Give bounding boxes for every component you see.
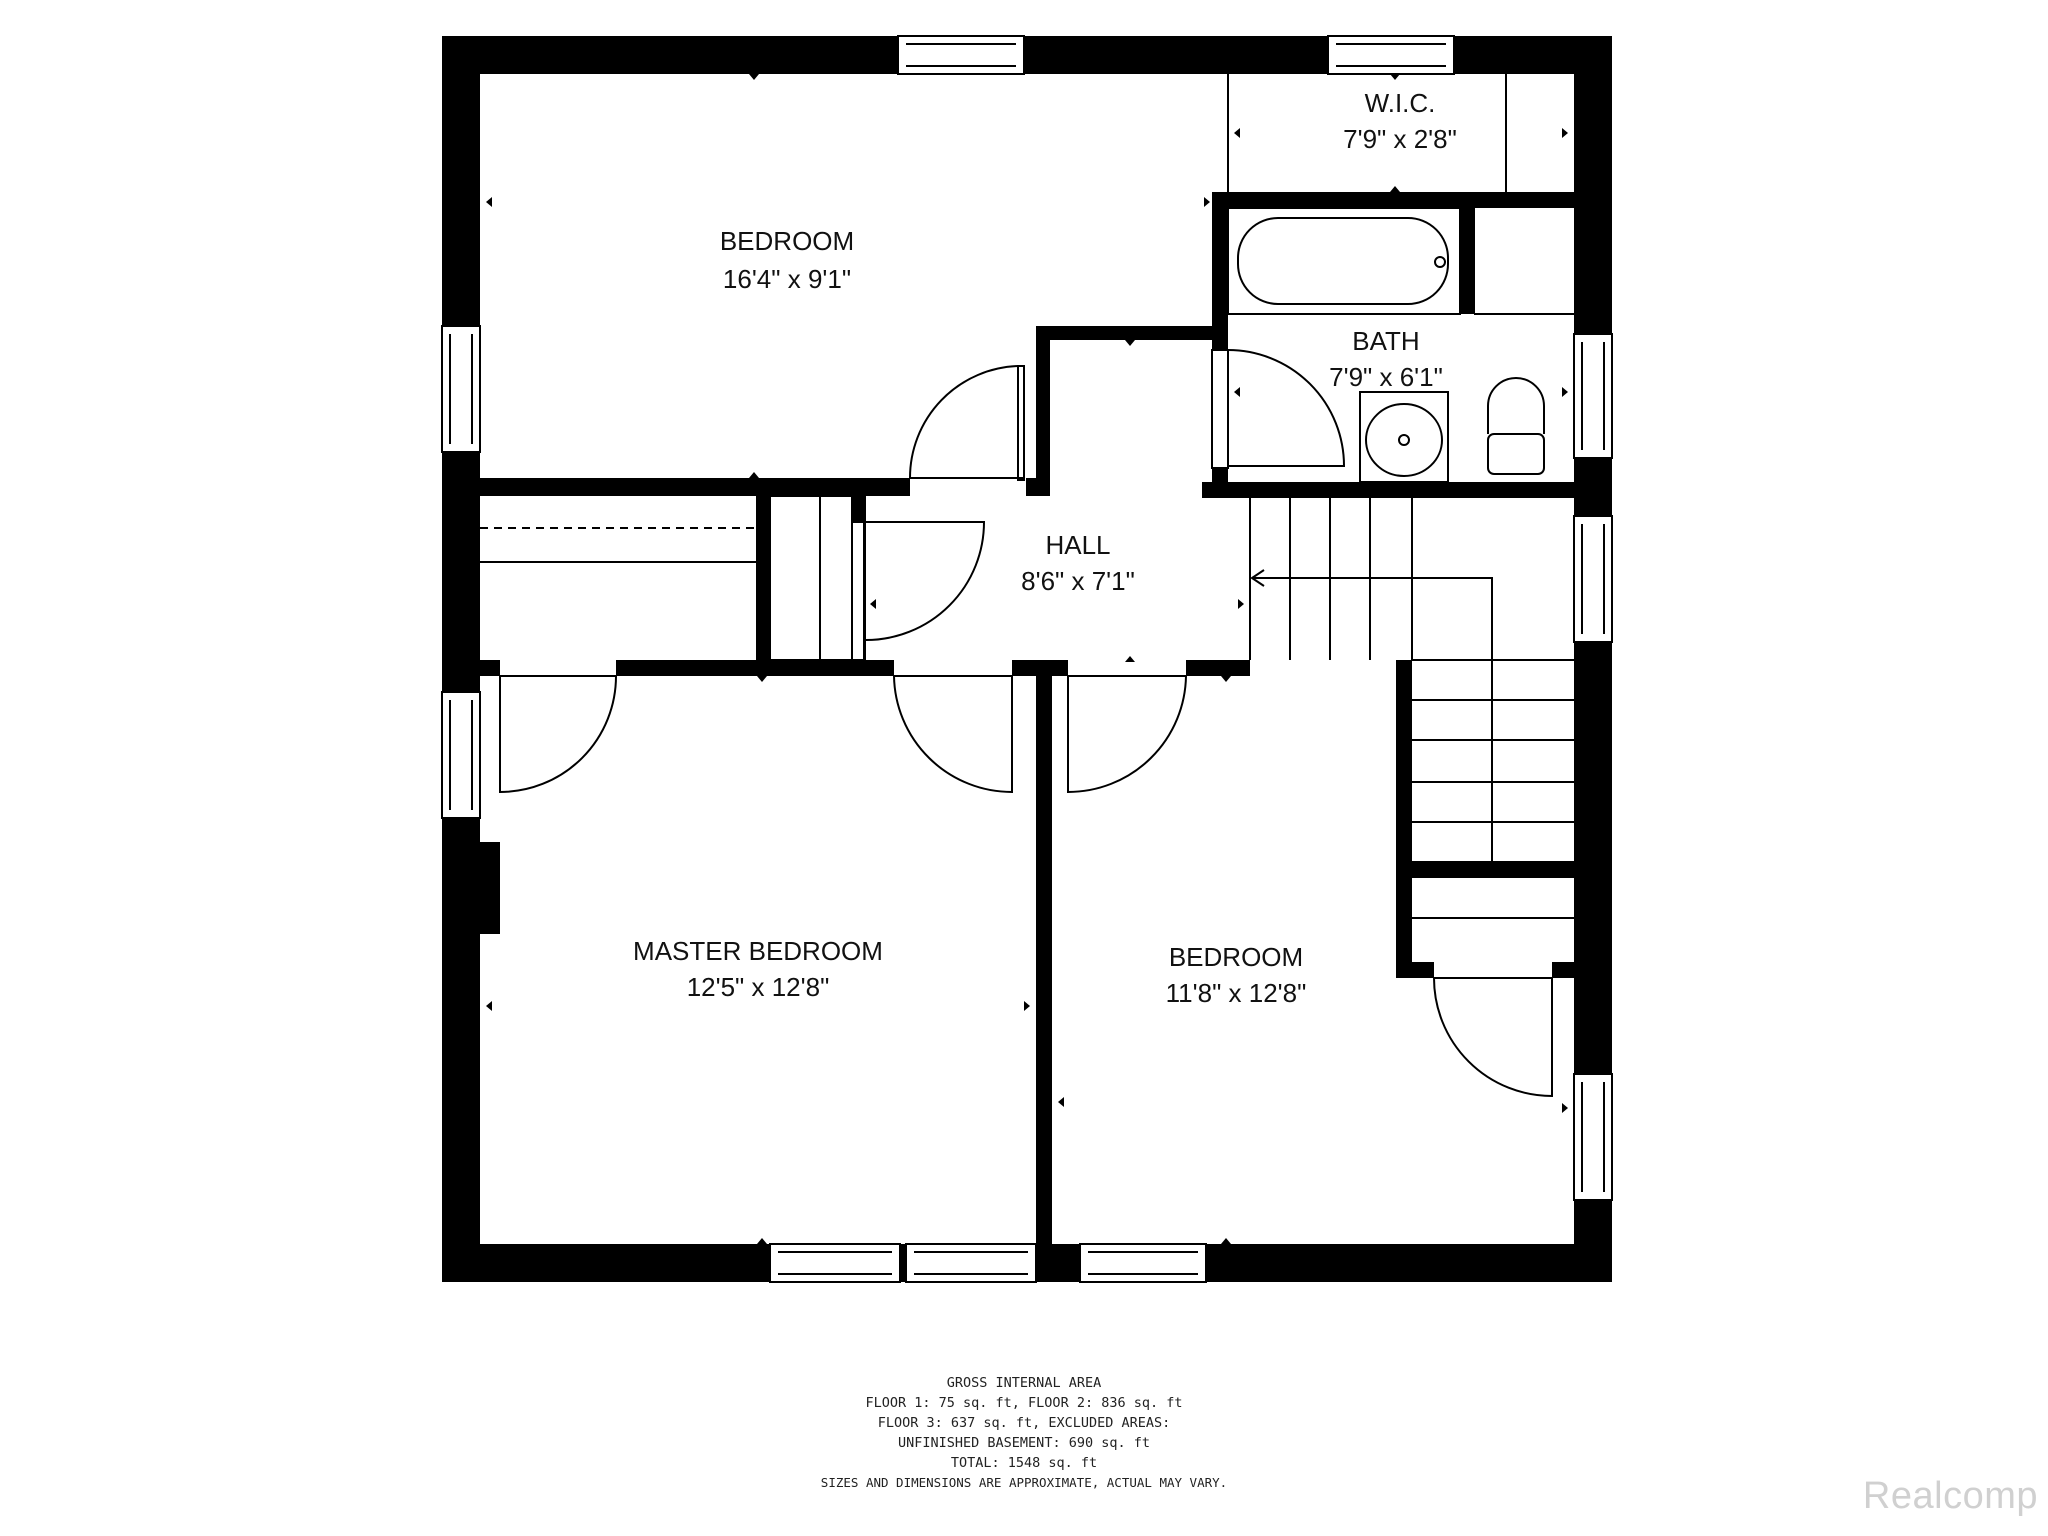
window	[905, 1243, 1037, 1283]
door-swing	[1227, 349, 1346, 467]
door-opening	[894, 660, 1012, 676]
area-summary-heading: GROSS INTERNAL AREA	[946, 1375, 1102, 1391]
door-leaf	[1017, 365, 1025, 481]
door-swing	[865, 521, 986, 641]
toilet-bowl	[1487, 377, 1545, 434]
room-label-hall: HALL	[1045, 530, 1110, 560]
realcomp-watermark: Realcomp	[1862, 1475, 2038, 1517]
windows	[441, 35, 1613, 1283]
stair-direction-arrow	[1252, 577, 1493, 862]
area-summary-floor-3: FLOOR 3: 637 sq. ft, EXCLUDED AREAS:	[877, 1415, 1171, 1431]
sink-counter	[1359, 391, 1449, 483]
window	[441, 691, 481, 819]
window	[1573, 333, 1613, 459]
door-swing	[499, 675, 618, 794]
door-swing	[893, 675, 1013, 794]
door-opening	[910, 478, 1026, 496]
area-summary-basement: UNFINISHED BASEMENT: 690 sq. ft	[898, 1435, 1150, 1451]
dimension-markers	[486, 74, 1568, 1244]
bathtub-basin	[1237, 217, 1449, 305]
window	[1079, 1243, 1207, 1283]
room-size-wic: 7'9" x 2'8"	[1343, 124, 1457, 154]
bathtub	[1227, 207, 1461, 315]
room-label-master: MASTER BEDROOM	[633, 936, 883, 966]
window	[897, 35, 1025, 75]
bath-fixtures	[1227, 207, 1574, 483]
room-label-bath: BATH	[1352, 326, 1419, 356]
doors	[499, 349, 1553, 1098]
room-size-hall: 8'6" x 7'1"	[1021, 566, 1135, 596]
door-swing	[909, 365, 1019, 479]
door-opening	[1434, 962, 1552, 978]
door-swing	[1067, 675, 1187, 794]
window	[1327, 35, 1455, 75]
wic-details	[1227, 74, 1507, 192]
door-leaf	[1211, 349, 1229, 469]
window	[1573, 515, 1613, 643]
staircase	[1249, 498, 1574, 919]
window	[441, 325, 481, 453]
room-size-master: 12'5" x 12'8"	[687, 972, 830, 1002]
door-swing	[1433, 977, 1553, 1098]
door-leaf	[851, 521, 865, 661]
toilet-tank	[1487, 433, 1545, 475]
area-summary-disclaimer: SIZES AND DIMENSIONS ARE APPROXIMATE, AC…	[820, 1475, 1228, 1490]
window	[769, 1243, 901, 1283]
room-labels: BEDROOM 16'4" x 9'1" W.I.C. 7'9" x 2'8" …	[633, 88, 1457, 1008]
room-label-bedroom-bottom: BEDROOM	[1169, 942, 1303, 972]
room-label-bedroom-top: BEDROOM	[720, 226, 854, 256]
door-opening	[500, 660, 616, 676]
sink-basin	[1365, 403, 1443, 477]
interior-walls	[480, 192, 1574, 1244]
area-summary: GROSS INTERNAL AREA FLOOR 1: 75 sq. ft, …	[724, 1373, 1324, 1493]
closet-shelves	[480, 495, 853, 661]
room-size-bedroom-bottom: 11'8" x 12'8"	[1166, 978, 1307, 1008]
area-summary-total: TOTAL: 1548 sq. ft	[950, 1455, 1098, 1471]
room-size-bedroom-top: 16'4" x 9'1"	[723, 264, 851, 294]
room-size-bath: 7'9" x 6'1"	[1329, 362, 1443, 392]
tub-faucet	[1434, 256, 1446, 268]
area-summary-floors-1-2: FLOOR 1: 75 sq. ft, FLOOR 2: 836 sq. ft	[865, 1395, 1183, 1411]
room-label-wic: W.I.C.	[1365, 88, 1436, 118]
door-opening	[1068, 660, 1186, 676]
window	[1573, 1073, 1613, 1201]
